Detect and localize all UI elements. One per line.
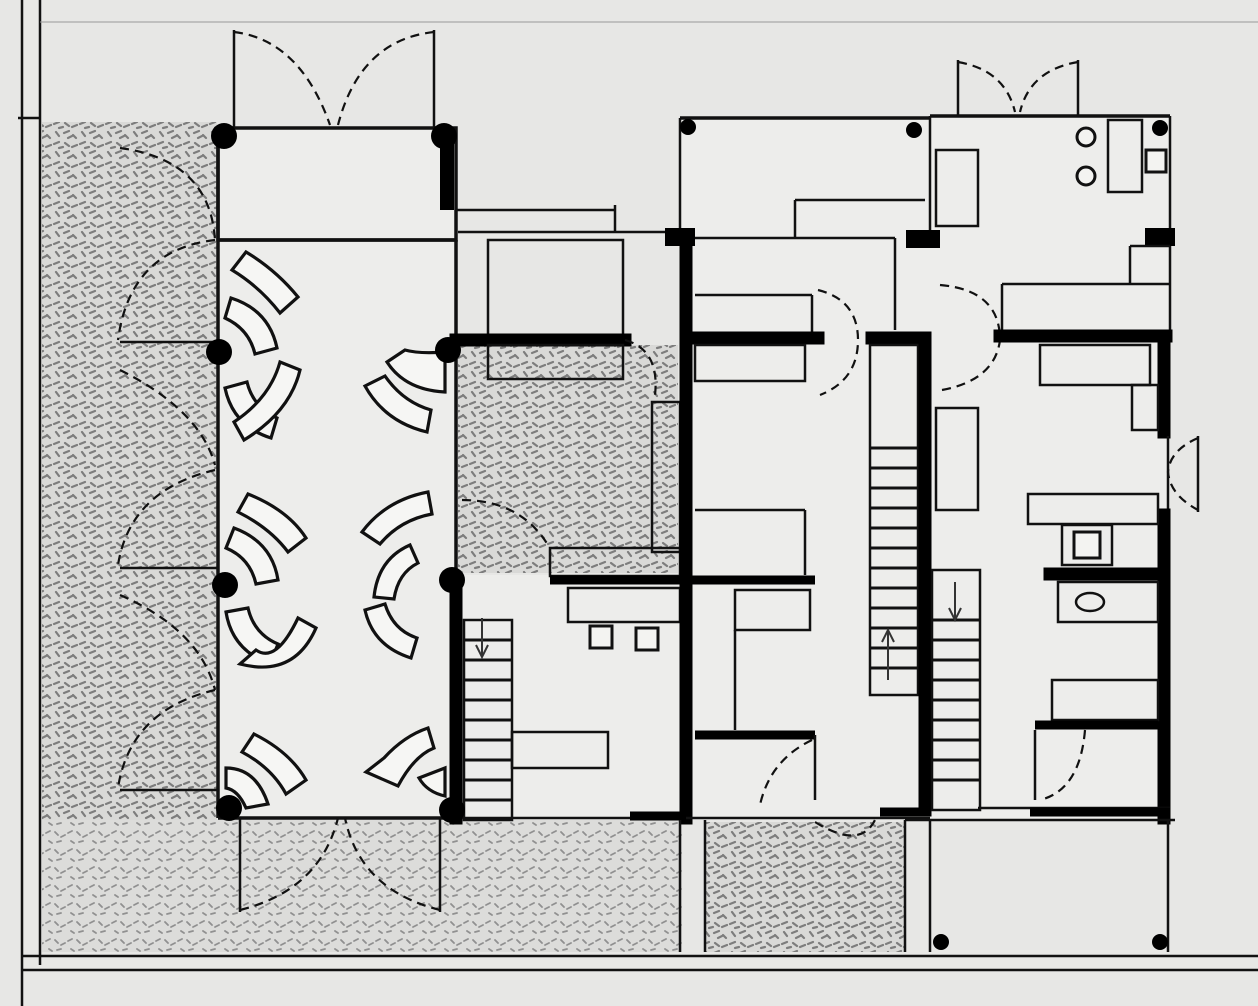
seat-bench	[384, 348, 447, 394]
column	[212, 572, 238, 598]
court-door-swing-2	[116, 238, 216, 341]
bath-door-swing	[1039, 729, 1087, 802]
seat-bench	[223, 525, 280, 586]
chair	[1072, 530, 1102, 560]
paving-areas	[42, 122, 905, 952]
court-door-swing-4	[116, 468, 216, 566]
court-door-swing-6	[116, 688, 216, 789]
staircase-2	[868, 343, 920, 697]
seat-bench	[229, 249, 301, 316]
column	[906, 122, 922, 138]
seat-bench	[362, 373, 433, 434]
seat-bench	[231, 359, 302, 443]
street-paving-left	[42, 820, 682, 952]
seat-bench	[359, 490, 434, 547]
column	[211, 123, 237, 149]
stair-arrow-down-3	[948, 582, 962, 623]
front-court-paving	[42, 122, 217, 952]
column	[216, 795, 242, 821]
bottom-door-swing-left	[239, 817, 340, 912]
seat-bench	[416, 765, 447, 798]
street-paving-mid	[705, 822, 905, 952]
column	[1152, 120, 1168, 136]
stair-arrow-down-1	[475, 618, 489, 660]
sink	[1074, 591, 1106, 613]
seat-bench	[235, 491, 309, 555]
stair-arrow-up-2	[881, 627, 895, 680]
unit-2	[665, 116, 932, 952]
entry-door-swing-right	[336, 30, 435, 126]
sheet-border	[18, 0, 1258, 1006]
courtyard-door-swing	[461, 498, 549, 546]
staircase-3	[930, 568, 982, 812]
chair	[588, 624, 614, 650]
seat-bench	[239, 731, 309, 797]
stool	[1075, 165, 1097, 187]
entry-door-swing-left	[233, 30, 332, 126]
unit-3	[905, 60, 1200, 952]
court-door-swing-1	[119, 146, 217, 241]
wc-door-swing	[758, 739, 813, 806]
staircase-1	[462, 618, 514, 822]
column	[1152, 934, 1168, 950]
column	[914, 332, 926, 344]
column	[439, 567, 465, 593]
column	[435, 337, 461, 363]
curved-seating	[223, 249, 447, 810]
seat-bench	[372, 542, 421, 601]
unit-2-door-swing	[817, 288, 860, 397]
court-door-swing-5	[119, 593, 217, 691]
court-door-swing-3	[119, 369, 217, 466]
seat-bench	[223, 295, 279, 356]
seat-bench	[224, 766, 271, 810]
column	[206, 339, 232, 365]
chair	[634, 626, 660, 652]
bottom-door-swing-right	[343, 817, 441, 912]
column	[431, 123, 457, 149]
seat-bench	[363, 602, 419, 661]
columns	[206, 119, 1168, 950]
courtyard-paving	[458, 345, 678, 573]
stool	[1075, 126, 1097, 148]
column	[439, 797, 465, 823]
seat-bench	[362, 725, 436, 789]
building-floor	[218, 118, 1170, 820]
column	[680, 119, 696, 135]
seat-bench	[236, 615, 319, 669]
column	[933, 934, 949, 950]
